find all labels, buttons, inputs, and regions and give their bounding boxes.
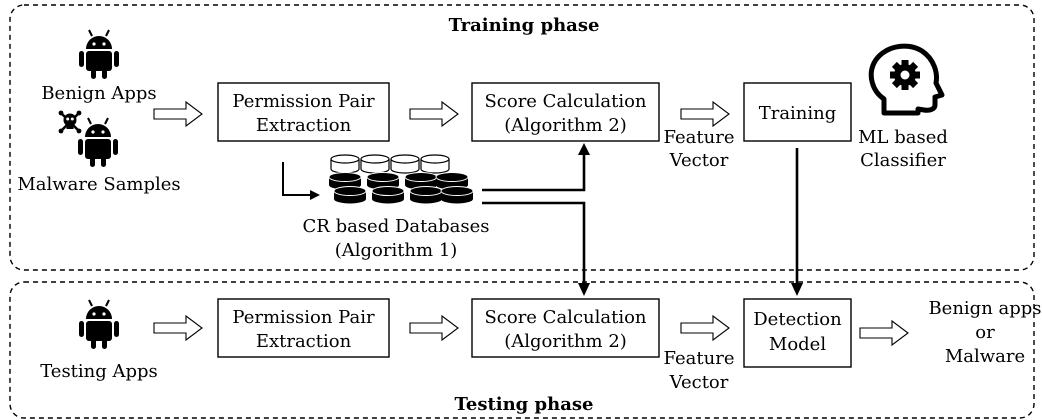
permission-pair-extraction-box (217, 298, 390, 358)
flow-arrow (153, 315, 203, 341)
ml-classifier-label: ML based (858, 127, 948, 148)
android-robot-icon (78, 299, 120, 350)
head-with-gear-icon (868, 43, 945, 116)
arrowhead (791, 283, 803, 296)
feature-vector-label: Vector (669, 372, 729, 393)
connector-line (482, 154, 586, 192)
arrowhead (578, 283, 590, 296)
score-box-line1: Score Calculation (484, 307, 646, 328)
benign-apps-label: Benign Apps (41, 83, 156, 104)
score-box-line2: (Algorithm 2) (504, 115, 627, 136)
score-box-line2: (Algorithm 2) (504, 331, 627, 352)
training-box (743, 82, 852, 142)
feature-vector-label: Vector (669, 150, 729, 171)
ml-classifier-label: Classifier (860, 150, 946, 171)
flow-arrow (409, 101, 459, 127)
feature-vector-label: Feature (664, 127, 735, 148)
extraction-box-line1: Permission Pair (232, 307, 375, 328)
detection-box-line1: Detection (753, 309, 842, 330)
testing-phase-frame (9, 281, 1035, 419)
detection-model-box (743, 298, 852, 368)
score-box-line1: Score Calculation (484, 91, 646, 112)
arrowhead (578, 143, 590, 155)
permission-pair-extraction-box (217, 82, 390, 142)
training-phase-title: Training phase (449, 15, 600, 36)
database-label: CR based Databases (303, 216, 490, 237)
connector-line (482, 201, 586, 283)
output-label: Malware (945, 346, 1025, 367)
flow-arrow (680, 101, 730, 127)
extraction-box-line1: Permission Pair (232, 91, 375, 112)
score-calculation-box (471, 82, 660, 142)
flow-arrow (409, 315, 459, 341)
flow-arrow (859, 320, 909, 346)
skull-crossbones-icon (58, 110, 82, 134)
android-robot-icon (77, 117, 119, 168)
training-box-label: Training (759, 103, 837, 124)
output-label: Benign apps (928, 298, 1041, 319)
output-label: or (975, 322, 995, 343)
feature-vector-label: Feature (664, 348, 735, 369)
testing-phase-title: Testing phase (455, 394, 594, 415)
flow-arrow (153, 101, 203, 127)
score-calculation-box (471, 298, 660, 358)
extraction-box-line2: Extraction (256, 115, 352, 136)
database-stack-icon (328, 154, 474, 204)
extraction-box-line2: Extraction (256, 331, 352, 352)
arrowhead (310, 190, 320, 200)
training-phase-frame (9, 4, 1035, 271)
database-label: (Algorithm 1) (335, 240, 458, 261)
flow-arrow (680, 315, 730, 341)
testing-apps-label: Testing Apps (40, 361, 158, 382)
connector-line (282, 162, 312, 196)
detection-box-line2: Model (769, 334, 826, 355)
malware-samples-label: Malware Samples (17, 174, 180, 195)
android-robot-icon (78, 29, 120, 80)
